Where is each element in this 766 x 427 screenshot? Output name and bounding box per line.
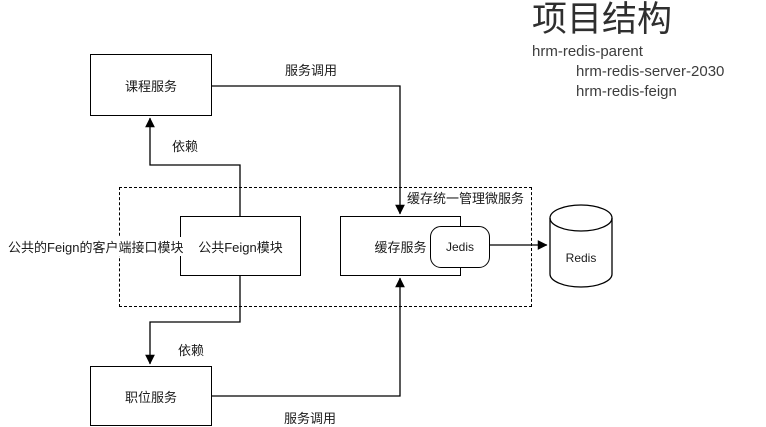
node-jedis-label: Jedis (445, 240, 474, 254)
connector-feign-to-course (145, 117, 241, 216)
tree-item-feign: hrm-redis-feign (576, 83, 677, 100)
node-jedis: Jedis (430, 226, 490, 268)
heading-block: 项目结构 hrm-redis-parent hrm-redis-server-2… (532, 0, 724, 102)
edge-label-dependency-top: 依赖 (172, 139, 199, 154)
node-course-service-label: 课程服务 (124, 78, 177, 94)
redis-label: Redis (565, 251, 597, 265)
connector-feign-to-position (145, 276, 241, 365)
node-position-service-label: 职位服务 (124, 389, 177, 405)
project-module-tree: hrm-redis-parent hrm-redis-server-2030 h… (532, 42, 724, 102)
redis-cylinder-top-rim (549, 217, 613, 232)
page-title: 项目结构 (532, 0, 673, 39)
node-public-feign-module-label: 公共Feign模块 (198, 239, 283, 255)
node-cache-service-label: 缓存服务 (374, 239, 427, 255)
feign-client-note: 公共的Feign的客户端接口模块 (7, 237, 185, 256)
node-position-service: 职位服务 (90, 366, 212, 426)
tree-item-parent: hrm-redis-parent (532, 43, 643, 60)
redis-cylinder-body (549, 204, 613, 288)
node-public-feign-module: 公共Feign模块 (180, 216, 301, 276)
edge-label-service-call-bottom: 服务调用 (284, 411, 337, 426)
redis-cylinder-shape (549, 204, 613, 288)
edge-label-service-call-top: 服务调用 (285, 63, 338, 78)
node-course-service: 课程服务 (90, 54, 212, 116)
connector-course-to-cache (212, 85, 405, 215)
cache-microservice-group-label: 缓存统一管理微服务 (407, 191, 525, 206)
tree-item-server: hrm-redis-server-2030 (576, 63, 725, 80)
edge-label-dependency-bottom: 依赖 (178, 343, 205, 358)
connector-position-to-cache (212, 277, 405, 397)
